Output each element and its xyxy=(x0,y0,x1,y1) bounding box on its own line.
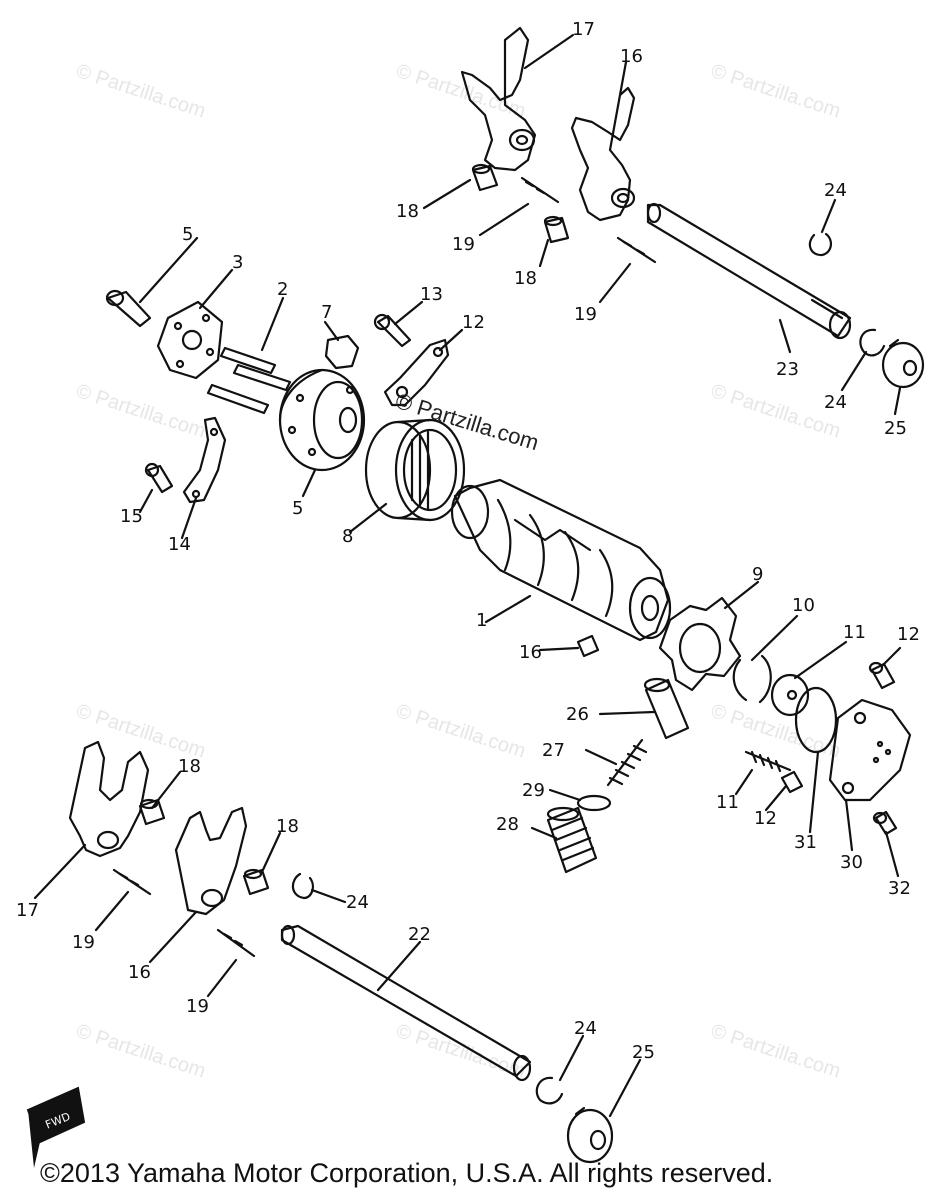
guide-pin-22-lower-a xyxy=(138,798,166,826)
callout-5: 5 xyxy=(292,498,303,519)
guide-pin-22-upper-a xyxy=(471,163,499,192)
callout-22-upper-a: 18 xyxy=(396,201,419,222)
cover-32 xyxy=(828,698,912,802)
circlip-10 xyxy=(732,654,772,704)
callout-34: 32 xyxy=(888,878,911,899)
shift-fork-20-upper xyxy=(570,86,636,222)
o-ring-33 xyxy=(794,686,838,754)
shift-fork-shaft-24 xyxy=(280,924,532,1082)
callout-24: 22 xyxy=(408,924,431,945)
callout-4: 5 xyxy=(182,224,193,245)
cotter-pin-23-upper-a xyxy=(520,176,560,204)
callout-14: 12 xyxy=(897,624,920,645)
shift-fork-21-upper xyxy=(460,26,537,172)
callout-28: 26 xyxy=(566,704,589,725)
callout-22-lower-a: 18 xyxy=(178,756,201,777)
guide-pin-22-upper-b xyxy=(543,215,570,244)
callout-30: 28 xyxy=(496,814,519,835)
callout-2: 2 xyxy=(277,279,288,300)
bolt-4 xyxy=(105,289,152,328)
callout-26-upper-b: 24 xyxy=(824,392,847,413)
screw-18 xyxy=(144,462,174,494)
bolt-14 xyxy=(868,661,896,690)
circlip-26-upper-b xyxy=(859,328,886,357)
bracket-17 xyxy=(182,416,227,504)
callout-33: 31 xyxy=(794,832,817,853)
callout-9: 9 xyxy=(752,564,763,585)
plug-30 xyxy=(546,806,598,874)
callout-labels: 17 16 18 19 18 19 24 23 24 25 5 3 2 7 13… xyxy=(16,19,920,1063)
callout-15: 12 xyxy=(462,312,485,333)
callout-3: 3 xyxy=(232,252,243,273)
callout-7: 7 xyxy=(321,302,332,323)
callout-8: 8 xyxy=(342,526,353,547)
callout-29: 27 xyxy=(542,740,565,761)
callout-22-upper-b: 18 xyxy=(514,268,537,289)
callout-16: 13 xyxy=(420,284,443,305)
washer-27-lower xyxy=(566,1106,614,1164)
callout-11: 11 xyxy=(843,622,866,643)
bolt-16 xyxy=(373,313,412,348)
plate-11 xyxy=(770,673,810,717)
spring-12 xyxy=(744,750,792,773)
callout-22-lower-b: 18 xyxy=(276,816,299,837)
callout-20-upper: 16 xyxy=(620,46,643,67)
pin-19 xyxy=(576,634,600,658)
shift-fork-shaft-25 xyxy=(646,202,852,340)
plunger-13 xyxy=(780,770,804,794)
callout-13: 12 xyxy=(754,808,777,829)
circlip-26-upper xyxy=(808,232,832,257)
circlip-26-lower xyxy=(291,872,314,900)
guide-pin-22-lower-b xyxy=(242,868,270,896)
washer-27-upper xyxy=(881,338,925,389)
callout-26-upper-a: 24 xyxy=(824,180,847,201)
fwd-badge: FWD xyxy=(26,1086,86,1168)
callout-21-upper: 17 xyxy=(572,19,595,40)
spring-29 xyxy=(606,738,648,787)
cotter-pin-23-lower-b xyxy=(216,928,256,958)
copyright-notice: ©2013 Yamaha Motor Corporation, U.S.A. A… xyxy=(40,1158,774,1188)
circlip-26-lower-b xyxy=(535,1076,564,1105)
shift-fork-21-lower xyxy=(68,740,150,858)
cotter-pin-23-lower-a xyxy=(112,868,152,896)
callout-20-lower: 16 xyxy=(128,962,151,983)
callout-1: 1 xyxy=(476,610,487,631)
screw-34 xyxy=(872,810,898,836)
segment-7 xyxy=(324,334,360,370)
callout-31: 29 xyxy=(522,780,545,801)
callout-10: 10 xyxy=(792,595,815,616)
stopper-plate-3 xyxy=(156,300,224,380)
segment-5 xyxy=(278,368,366,472)
shift-drum-1 xyxy=(450,478,672,642)
callout-27-lower: 25 xyxy=(632,1042,655,1063)
callout-32: 30 xyxy=(840,852,863,873)
bearing-8 xyxy=(364,418,466,522)
callout-23-lower-b: 19 xyxy=(186,996,209,1017)
callout-21-lower: 17 xyxy=(16,900,39,921)
gasket-31 xyxy=(576,794,612,812)
plunger-28 xyxy=(643,677,690,740)
stopper-lever-15 xyxy=(383,338,450,407)
dowel-pin-2 xyxy=(206,346,292,415)
callout-27-upper: 25 xyxy=(884,418,907,439)
callout-18: 15 xyxy=(120,506,143,527)
callout-23-upper-a: 19 xyxy=(452,234,475,255)
callout-23-upper-b: 19 xyxy=(574,304,597,325)
callout-17: 14 xyxy=(168,534,191,555)
callout-25: 23 xyxy=(776,359,799,380)
callout-12: 11 xyxy=(716,792,739,813)
callout-26-lower-b: 24 xyxy=(574,1018,597,1039)
callout-19: 16 xyxy=(519,642,542,663)
shift-fork-20-lower xyxy=(174,806,248,916)
cam-plate-9 xyxy=(658,596,742,692)
callout-26-lower-a: 24 xyxy=(346,892,369,913)
cotter-pin-23-upper-b xyxy=(616,236,657,264)
callout-23-lower-a: 19 xyxy=(72,932,95,953)
